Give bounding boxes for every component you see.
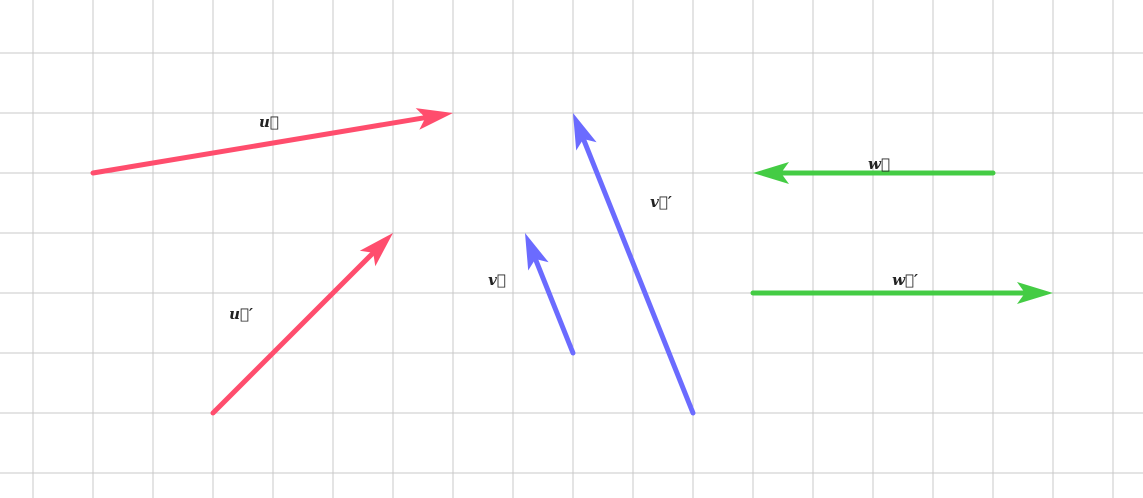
vector-v: v⃗: [488, 233, 576, 356]
vector-v-prime-shaft: [581, 138, 696, 416]
vector-v-label: v⃗: [488, 271, 506, 289]
vector-w-prime-arrowhead: [1017, 282, 1053, 304]
vector-v-prime-label: v⃗′: [650, 193, 672, 211]
vector-u: u⃗: [90, 108, 453, 176]
vector-u-prime-shaft: [210, 251, 375, 416]
vectors: u⃗ u⃗′ v⃗ v⃗′ w⃗ w⃗′: [90, 108, 1053, 416]
vector-v-shaft: [533, 258, 576, 356]
vector-v-arrowhead: [525, 233, 549, 271]
vector-w-arrowhead: [753, 162, 789, 184]
vector-w-prime: w⃗′: [750, 271, 1053, 304]
vector-u-shaft: [90, 115, 426, 176]
vector-v-prime-arrowhead: [573, 113, 597, 151]
vector-v-prime: v⃗′: [573, 113, 696, 416]
vector-u-arrowhead: [415, 108, 453, 130]
vector-w-prime-label: w⃗′: [892, 271, 918, 289]
vector-u-prime-arrowhead: [359, 233, 393, 267]
vector-u-prime-label: u⃗′: [229, 305, 253, 323]
vector-w: w⃗: [753, 155, 996, 184]
vector-u-prime: u⃗′: [210, 233, 393, 416]
vector-u-label: u⃗: [259, 113, 279, 131]
vector-w-label: w⃗: [868, 155, 890, 173]
